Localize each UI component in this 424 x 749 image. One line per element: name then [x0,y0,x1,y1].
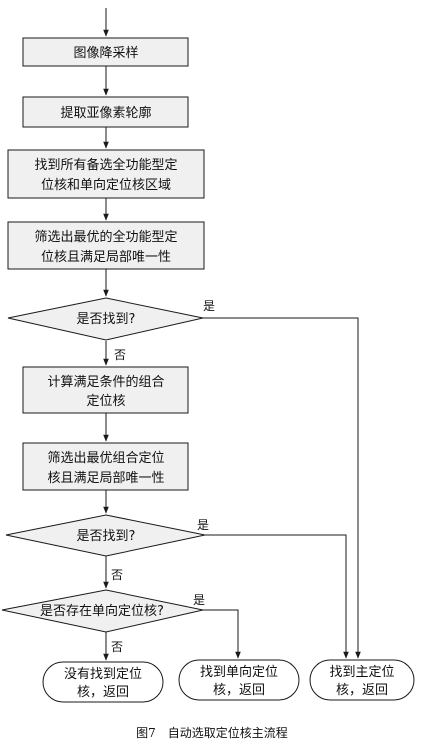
arrow-d1-yes [203,317,361,659]
terminal-not-found-line1: 没有找到定位 [64,667,142,682]
step-extract-contour [22,96,189,128]
decision-found-1 [7,297,204,341]
step-find-candidates-line2: 位核和单向定位核区域 [41,177,171,193]
branch-no-1: 否 [114,348,126,362]
step-select-full-function-line1: 筛选出最优的全功能型定 [34,229,177,245]
step-select-full-function [7,221,205,270]
terminal-main-found-line2: 核，返回 [336,683,388,698]
step-find-candidates-line1: 找到所有备选全功能型定 [34,157,177,173]
terminal-main-found [309,659,415,701]
decision-found-1-label: 是否找到? [77,312,136,327]
figure-caption: 图7 自动选取定位核主流程 [136,725,288,740]
decision-unidirectional-exists-label: 是否存在单向定位核? [40,603,164,619]
step-extract-contour-label: 提取亚像素轮廓 [60,105,151,121]
step-compute-combined-line1: 计算满足条件的组合 [47,374,164,390]
step-select-combined-line1: 筛选出最优组合定位 [47,451,164,466]
arrow-d2-yes [205,534,349,659]
decision-unidirectional-exists [1,589,204,633]
terminal-unidirectional-found-line2: 核，返回 [213,683,265,698]
arrow-d3-yes [203,609,241,659]
branch-no-3: 否 [111,640,123,654]
step-compute-combined-line2: 定位核 [86,394,125,409]
step-select-full-function-line2: 位核且满足局部唯一性 [41,250,171,265]
step-compute-combined [22,366,189,414]
terminal-not-found-line2: 核，返回 [77,685,129,700]
branch-yes-1: 是 [203,299,215,313]
step-downsample-label: 图像降采样 [73,46,138,61]
step-downsample [22,37,189,67]
branch-yes-3: 是 [193,593,205,607]
terminal-unidirectional-found [178,659,300,701]
terminal-main-found-line1: 找到主定位 [329,665,394,680]
terminal-not-found [42,661,164,703]
branch-no-2: 否 [111,568,123,582]
terminal-unidirectional-found-line1: 找到单向定位 [200,664,278,680]
step-select-combined [22,442,189,491]
branch-yes-2: 是 [197,518,209,532]
step-select-combined-line2: 核且满足局部唯一性 [47,471,164,486]
decision-found-2 [5,514,206,557]
decision-found-2-label: 是否找到? [77,529,136,544]
step-find-candidates [7,149,205,199]
